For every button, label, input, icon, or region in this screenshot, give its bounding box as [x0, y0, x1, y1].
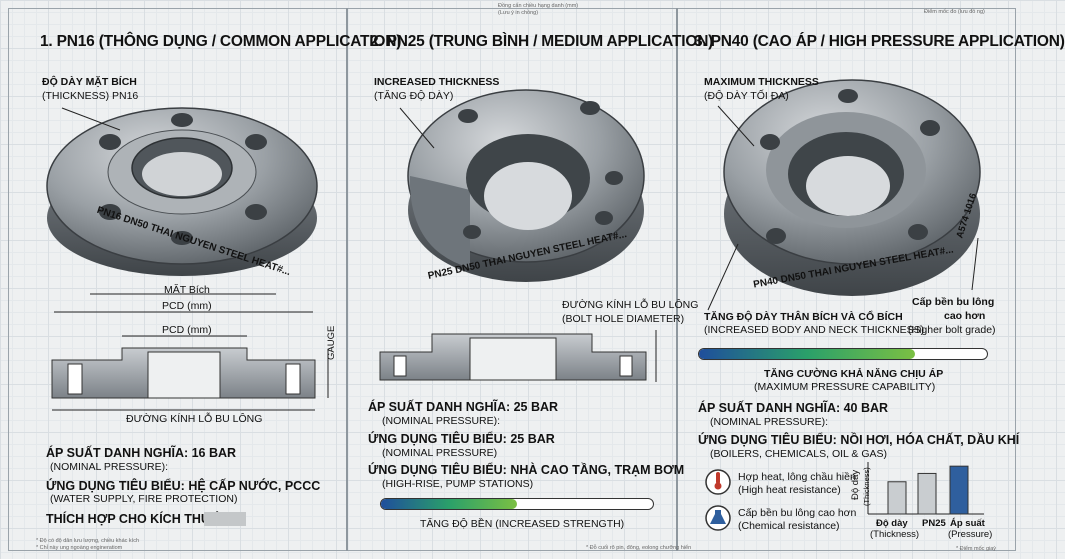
corner-note: Điểm mốc đo (lưu đồ ng): [924, 9, 985, 15]
pn25-pressure-en: (NOMINAL PRESSURE):: [382, 415, 501, 427]
pn40-pressure: ÁP SUẤT DANH NGHĨA: 40 BAR: [698, 401, 889, 415]
pn40-thickness-label: MAXIMUM THICKNESS: [704, 76, 819, 88]
pn16-application: ỨNG DỤNG TIÊU BIỂU: HỆ CẤP NƯỚC, PCCC: [46, 479, 321, 493]
pn40-feature-2-en: (Chemical resistance): [738, 520, 840, 532]
pn25-application: ỨNG DỤNG TIÊU BIỂU: 25 BAR: [368, 432, 555, 446]
panel-divider-1: [346, 8, 348, 551]
chart-cat-2: Áp suất: [950, 518, 985, 529]
pn16-application-en: (WATER SUPPLY, FIRE PROTECTION): [50, 493, 238, 505]
chart-cat-0-sub: (Thickness): [870, 529, 920, 540]
pn40-flange-3d: [723, 79, 981, 296]
pn16-foot-2: * Chỉ này ung ngoàng engineratiom: [36, 545, 123, 551]
chart-cat-2-sub: (Pressure): [948, 529, 993, 540]
pn16-face-label: MẶT Bích: [164, 284, 210, 296]
pn25-strength-bar: [380, 498, 654, 510]
pn16-size: THÍCH HỢP CHO KÍCH THƯỚC:: [46, 512, 236, 526]
pn40-capacity-bar: [698, 348, 988, 360]
pn40-bolt-label-2: cao hơn: [944, 310, 986, 322]
pn25-pressure: ÁP SUẤT DANH NGHĨA: 25 BAR: [368, 400, 559, 414]
pn40-foot: * Điểm mốc giaỳ: [956, 546, 997, 552]
pn40-thickness-leader: [717, 105, 755, 147]
pn16-pressure-en: (NOMINAL PRESSURE):: [50, 461, 169, 473]
panel-divider-2: [676, 8, 678, 551]
pn16-gauge-label: GAUGE: [326, 325, 337, 360]
pn40-title: 3. PN40 (CAO ÁP / HIGH PRESSURE APPLICAT…: [694, 33, 1065, 50]
pn40-application-en: (BOILERS, CHEMICALS, OIL & GAS): [710, 448, 887, 460]
pn16-size-blank: [204, 512, 246, 526]
pn16-title: 1. PN16 (THÔNG DỤNG / COMMON APPLICATION…: [40, 33, 402, 50]
pn25-application-2-en: (HIGH-RISE, PUMP STATIONS): [382, 478, 534, 490]
pn40-bolt-sub: (Higher bolt grade): [908, 324, 996, 336]
pn16-pressure: ÁP SUẤT DANH NGHĨA: 16 BAR: [46, 446, 237, 460]
pn25-strength-fill: [381, 499, 517, 509]
pn40-feature-1: Hợp heat, lông chầu hiền: [738, 471, 856, 483]
pn16-pcd-label-2: PCD (mm): [162, 324, 212, 336]
pn16-foot-1: * Độ có độ dân lưu lượng, chiều khác kíc…: [36, 538, 139, 544]
pn25-thickness-sub: (TĂNG ĐỘ DÀY): [374, 90, 454, 102]
pn40-thickness-sub: (ĐỘ DÀY TỐI ĐA): [704, 90, 789, 102]
pn25-thickness-label: INCREASED THICKNESS: [374, 76, 500, 88]
chart-cat-1: PN25: [922, 518, 946, 529]
pn25-strength-label: TĂNG ĐỘ BỀN (INCREASED STRENGTH): [420, 518, 625, 530]
drawing-frame: [8, 8, 1016, 551]
pn40-bolt-label-1: Cấp bền bu lông: [912, 296, 995, 308]
pn25-foot: * Đỗ cuối rõ pin, đông, eolong chưỡng hi…: [586, 545, 692, 551]
pn25-application-en: (NOMINAL PRESSURE): [382, 447, 498, 459]
pn25-flange-3d: [407, 89, 645, 282]
pn40-application: ỨNG DỤNG TIÊU BIỂU: NỒI HƠI, HÓA CHẤT, D…: [698, 433, 1020, 447]
pn40-body-sub: (INCREASED BODY AND NECK THICKNESS): [704, 324, 925, 336]
pn16-flange-3d: [46, 107, 318, 276]
pn16-thickness-sub: (THICKNESS) PN16: [42, 90, 139, 102]
pn40-capacity-sub: (MAXIMUM PRESSURE CAPABILITY): [754, 381, 936, 393]
pn40-body-leader: [707, 243, 739, 311]
pn25-application-2: ỨNG DỤNG TIÊU BIỂU: NHÀ CAO TẦNG, TRẠM B…: [368, 463, 685, 477]
pn40-capacity-label: TĂNG CƯỜNG KHẢ NĂNG CHỊU ÁP: [764, 368, 944, 380]
pn25-section-view: [379, 333, 647, 381]
pn40-body-label: TĂNG ĐỘ DÀY THÂN BÍCH VÀ CỔ BÍCH: [704, 311, 903, 323]
pn40-pressure-en: (NOMINAL PRESSURE):: [710, 416, 829, 428]
chart-ylabel-2: (Thickness): [862, 467, 871, 506]
pn25-title: 2. PN25 (TRUNG BÌNH / MEDIUM APPLICATION…: [370, 33, 714, 50]
pn25-bolt-sub: (BOLT HOLE DIAMETER): [562, 313, 685, 325]
top-note-2: (Lưu ý in chồng): [498, 10, 539, 16]
chart-cat-0: Độ dày: [876, 518, 908, 529]
pn40-feature-1-en: (High heat resistance): [738, 484, 841, 496]
pn40-feature-2: Cấp bền bu lông cao hơn: [738, 507, 857, 519]
pn25-bolt-label: ĐƯỜNG KÍNH LỖ BU LÔNG: [562, 299, 699, 311]
pn16-bolt-label: ĐƯỜNG KÍNH LỖ BU LÔNG: [126, 413, 263, 425]
pn16-pcd-label: PCD (mm): [162, 300, 212, 312]
pn40-bolt-leader: [971, 237, 979, 291]
pn16-thickness-leader: [61, 107, 121, 131]
technical-drawing: [46, 79, 981, 411]
pn40-capacity-fill: [699, 349, 915, 359]
top-note: Đồng cấn chiều hạng danh (mm): [498, 3, 579, 9]
pn16-thickness-label: ĐỘ DÀY MẶT BÍCH: [42, 76, 137, 88]
pn25-thickness-leader: [399, 107, 435, 149]
pn16-section-view: [51, 347, 316, 399]
